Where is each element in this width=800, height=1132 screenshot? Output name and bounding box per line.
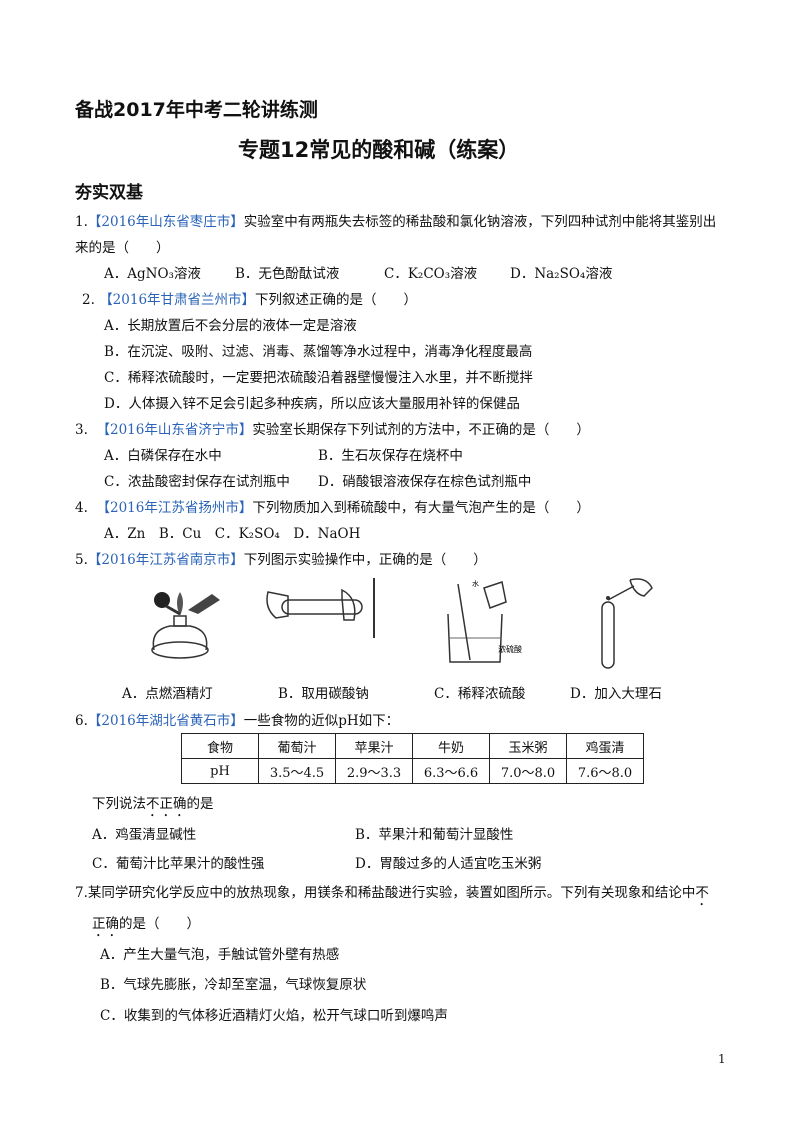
question-6: 6.【2016年湖北省黄石市】一些食物的近似pH如下：	[75, 709, 399, 729]
question-text: 的是（ ）	[119, 916, 200, 932]
question-text: 下列图示实验操作中，正确的是（ ）	[243, 552, 487, 568]
table-cell: 7.6～8.0	[566, 758, 644, 784]
question-number: 5.	[75, 552, 88, 568]
question-number: 1.	[75, 214, 88, 230]
option-6d: D．胃酸过多的人适宜吃玉米粥	[355, 856, 542, 872]
option-7c: C．收集到的气体移近酒精灯火焰，松开气球口听到爆鸣声	[100, 1008, 448, 1024]
table-header-row: 食物 葡萄汁 苹果汁 牛奶 玉米粥 鸡蛋清	[181, 733, 644, 759]
prompt-text: 下列说法	[92, 796, 146, 812]
option-2b: B．在沉淀、吸附、过滤、消毒、蒸馏等净水过程中，消毒净化程度最高	[104, 344, 533, 360]
question-number: 2.	[82, 292, 95, 308]
doc-title: 备战2017年中考二轮讲练测	[75, 99, 318, 121]
question-text: 某同学研究化学反应中的放热现象，用镁条和稀盐酸进行实验，装置如图所示。下列有关现…	[87, 885, 696, 901]
question-text: 实验室长期保存下列试剂的方法中，不正确的是（ ）	[252, 422, 590, 438]
option-4-all: A．Zn B．Cu C．K₂SO₄ D．NaOH	[104, 526, 361, 542]
figure-dilution-beaker: 水 浓硫酸	[447, 579, 522, 663]
table-row: pH 3.5～4.5 2.9～3.3 6.3～6.6 7.0～8.0 7.6～8…	[181, 758, 644, 784]
table-cell: 玉米粥	[489, 733, 567, 759]
table-cell: 葡萄汁	[258, 733, 336, 759]
table-cell: 6.3～6.6	[412, 758, 490, 784]
option-5a: A．点燃酒精灯	[122, 686, 213, 702]
question-source: 【2016年江苏省扬州市】	[96, 500, 253, 516]
question-emphasis: 正确	[92, 916, 119, 932]
option-6b: B．苹果汁和葡萄汁显酸性	[355, 827, 514, 843]
option-6c: C．葡萄汁比苹果汁的酸性强	[92, 856, 265, 872]
question-text: 下列叙述正确的是（ ）	[255, 292, 418, 308]
table-cell: 食物	[181, 733, 259, 759]
option-1b: B．无色酚酞试液	[235, 266, 340, 282]
question-number: 4.	[75, 500, 88, 516]
question-1: 1.【2016年山东省枣庄市】实验室中有两瓶失去标签的稀盐酸和氯化钠溶液，下列四…	[75, 210, 716, 230]
option-7b: B．气球先膨胀，冷却至室温，气球恢复原状	[100, 977, 367, 993]
question-number: 6.	[75, 713, 88, 729]
question-text: 下列物质加入到稀硫酸中，有大量气泡产生的是（ ）	[252, 500, 590, 516]
question-source: 【2016年湖北省黄石市】	[87, 713, 244, 729]
option-3c: C．浓盐酸密封保存在试剂瓶中	[104, 474, 290, 490]
option-2a: A．长期放置后不会分层的液体一定是溶液	[104, 318, 357, 334]
option-1a: A．AgNO₃溶液	[104, 266, 201, 282]
question-4: 4. 【2016年江苏省扬州市】下列物质加入到稀硫酸中，有大量气泡产生的是（ ）	[75, 496, 590, 516]
page-number: 1	[718, 1052, 726, 1066]
ph-table: 食物 葡萄汁 苹果汁 牛奶 玉米粥 鸡蛋清 pH 3.5～4.5 2.9～3.3…	[181, 733, 644, 784]
table-cell: 鸡蛋清	[566, 733, 644, 759]
question-7: 7.某同学研究化学反应中的放热现象，用镁条和稀盐酸进行实验，装置如图所示。下列有…	[75, 881, 709, 909]
question-6-prompt: 下列说法不正确的是	[92, 792, 214, 820]
question-number: 7.	[75, 885, 88, 901]
section-heading: 夯实双基	[75, 183, 143, 203]
question-3: 3. 【2016年山东省济宁市】实验室长期保存下列试剂的方法中，不正确的是（ ）	[75, 418, 590, 438]
question-7-cont: 正确的是（ ）	[92, 912, 200, 940]
option-5d: D．加入大理石	[570, 686, 662, 702]
question-number: 3.	[75, 422, 88, 438]
option-3b: B．生石灰保存在烧杯中	[318, 448, 463, 464]
table-cell: 2.9～3.3	[335, 758, 413, 784]
question-1-cont: 来的是（ ）	[75, 240, 170, 256]
option-1d: D．Na₂SO₄溶液	[510, 266, 613, 282]
option-5c: C．稀释浓硫酸	[434, 686, 526, 702]
figure-alcohol-lamp	[151, 592, 220, 659]
label-water: 水	[472, 579, 479, 588]
option-6a: A．鸡蛋清显碱性	[92, 827, 197, 843]
option-3d: D．硝酸银溶液保存在棕色试剂瓶中	[318, 474, 532, 490]
option-7a: A．产生大量气泡，手触试管外壁有热感	[100, 947, 340, 963]
figure-test-tube-horizontal	[266, 578, 375, 638]
option-5b: B．取用碳酸钠	[278, 686, 369, 702]
question-source: 【2016年山东省枣庄市】	[87, 214, 244, 230]
question-emphasis: 不	[695, 885, 709, 901]
label-acid: 浓硫酸	[498, 644, 522, 654]
question-text: 实验室中有两瓶失去标签的稀盐酸和氯化钠溶液，下列四种试剂中能将其鉴别出	[243, 214, 717, 230]
table-cell: 7.0～8.0	[489, 758, 567, 784]
figure-test-tube-vertical	[601, 578, 653, 669]
question-2: 2. 【2016年甘肃省兰州市】下列叙述正确的是（ ）	[82, 288, 417, 308]
option-3a: A．白磷保存在水中	[104, 448, 222, 464]
question-source: 【2016年江苏省南京市】	[87, 552, 244, 568]
prompt-emphasis: 不正确	[146, 796, 187, 812]
table-cell: 苹果汁	[335, 733, 413, 759]
option-2d: D．人体摄入锌不足会引起多种疾病，所以应该大量服用补锌的保健品	[104, 396, 520, 412]
table-cell: 3.5～4.5	[258, 758, 336, 784]
option-2c: C．稀释浓硫酸时，一定要把浓硫酸沿着器壁慢慢注入水里，并不断搅拌	[104, 370, 533, 386]
table-cell: pH	[181, 758, 259, 784]
prompt-text: 的是	[186, 796, 214, 812]
question-source: 【2016年山东省济宁市】	[96, 422, 253, 438]
table-cell: 牛奶	[412, 733, 490, 759]
question-text: 一些食物的近似pH如下：	[243, 713, 400, 729]
doc-subtitle: 专题12常见的酸和碱（练案）	[238, 138, 520, 162]
option-1c: C．K₂CO₃溶液	[384, 266, 478, 282]
question-source: 【2016年甘肃省兰州市】	[99, 292, 256, 308]
question-5: 5.【2016年江苏省南京市】下列图示实验操作中，正确的是（ ）	[75, 548, 487, 568]
